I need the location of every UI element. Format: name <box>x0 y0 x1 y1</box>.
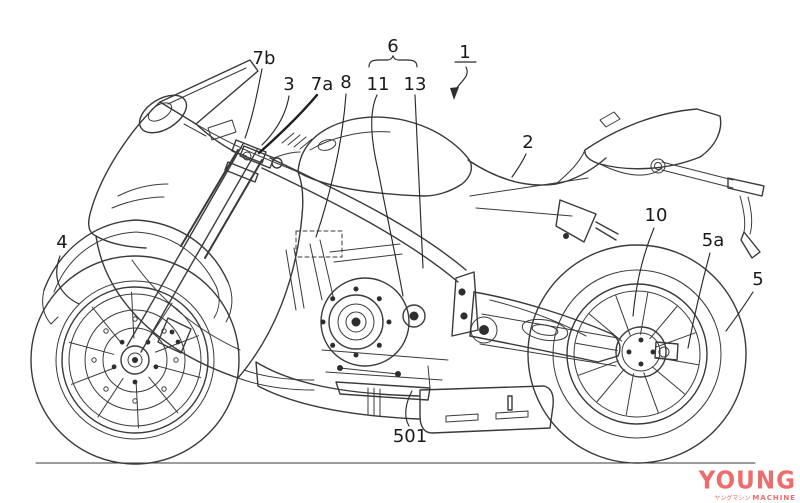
leader-lines <box>56 54 754 427</box>
leader-11 <box>371 94 404 297</box>
ref-label-8: 8 <box>340 72 351 93</box>
arrowhead-1 <box>450 87 459 100</box>
rear-fender-plate <box>727 177 765 259</box>
leader-8 <box>315 93 347 238</box>
logo-machine-text: MACHINE <box>752 494 796 502</box>
subframe-footpeg <box>469 177 619 243</box>
front-fork <box>126 139 267 353</box>
ref-label-4: 4 <box>56 232 67 253</box>
logo-japanese-text: ヤングマシン <box>714 495 751 502</box>
ref-label-1: 1 <box>459 42 470 63</box>
seat-tail <box>467 108 734 189</box>
leader-5a <box>687 252 711 349</box>
leader-7a <box>257 93 319 155</box>
ref-label-5: 5 <box>752 269 763 290</box>
ref-label-11: 11 <box>367 74 390 95</box>
leader-2 <box>511 153 527 178</box>
ref-label-5a: 5a <box>702 230 724 251</box>
rear-sprocket-hub <box>615 326 679 378</box>
leader-5 <box>725 291 754 332</box>
leader-501 <box>405 390 413 427</box>
leader-3 <box>261 95 290 146</box>
tank-air-vents <box>281 132 337 151</box>
ref-label-7b: 7b <box>253 48 276 69</box>
drive-chain <box>470 313 619 367</box>
front-wheel <box>30 255 240 465</box>
brace-6 <box>368 54 418 68</box>
ref-label-10: 10 <box>645 205 668 226</box>
ref-label-501: 501 <box>393 426 427 447</box>
frame <box>261 157 479 337</box>
ref-label-7a: 7a <box>311 74 333 95</box>
ref-label-6: 6 <box>387 36 398 57</box>
component-8-dashed-box <box>295 230 343 258</box>
arrow-1 <box>455 66 468 91</box>
ref-label-3: 3 <box>283 74 294 95</box>
front-brake-caliper <box>157 317 192 354</box>
ref-label-13: 13 <box>404 74 427 95</box>
mirror <box>138 94 207 137</box>
front-hub <box>111 339 159 385</box>
logo-young-text: YOUNG <box>698 467 796 496</box>
reference-labels: 7b 3 7a 8 11 13 6 1 2 10 5a 5 4 501 <box>56 36 763 447</box>
leader-10 <box>632 227 655 317</box>
swingarm <box>469 291 621 363</box>
leader-13 <box>414 94 424 269</box>
windscreen <box>159 59 259 125</box>
front-brake-disc <box>84 309 186 411</box>
ref-label-2: 2 <box>522 132 533 153</box>
fuel-tank <box>297 116 473 197</box>
upper-fairing <box>87 101 299 249</box>
exhaust-belly <box>255 361 554 434</box>
leader-4 <box>56 255 80 305</box>
leader-7b <box>244 68 263 139</box>
front-fender <box>42 219 233 325</box>
